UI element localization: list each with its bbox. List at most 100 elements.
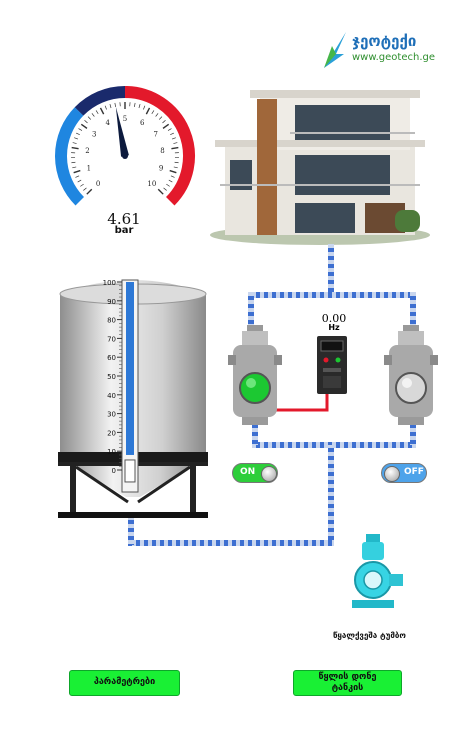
gauge-unit: bar (114, 225, 134, 236)
gauge-tick (166, 183, 170, 187)
booster-pump-icon[interactable] (344, 534, 404, 614)
toggle-knob-icon (384, 466, 400, 482)
tank-scale-label: 70 (107, 335, 116, 343)
gauge-tick (171, 137, 176, 140)
gauge-tick (80, 123, 88, 129)
gauge-needle (115, 106, 129, 157)
gauge-arc-mid (74, 86, 126, 116)
gauge-tick (84, 120, 88, 124)
toggle-knob-icon (261, 466, 277, 482)
tank-leg-left (70, 462, 76, 512)
gauge-tick (75, 132, 80, 136)
gauge-tick (143, 105, 146, 110)
tank-scale-label: 100 (103, 279, 116, 287)
gauge-tick (91, 113, 95, 117)
gauge-tick-label: 8 (160, 147, 164, 155)
tank-level-button[interactable]: წყლის დონე ტანკის (293, 670, 402, 696)
pump-left-toggle-label: ON (240, 467, 256, 477)
gauge-value: 4.61 (107, 210, 141, 228)
inverter-unit: Hz (328, 323, 340, 332)
parameters-button[interactable]: პარამეტრები (69, 670, 180, 696)
gauge-tick (158, 116, 163, 120)
tank-scale-label: 80 (107, 317, 116, 325)
gauge-tick (163, 187, 167, 191)
gauge-tick (104, 105, 107, 110)
inverter-frequency: 0.00 (321, 312, 347, 325)
gauge-tick (162, 123, 170, 129)
gauge-tick (134, 102, 136, 107)
gauge-hub (122, 153, 128, 159)
house-image (210, 90, 430, 245)
gauge-tick (155, 113, 159, 117)
pump-left-toggle[interactable]: ON (232, 463, 278, 483)
gauge-tick (145, 107, 151, 115)
gauge-tick-label: 10 (147, 180, 156, 188)
booster-pump-label: წყალქვეშა ტუმბო (333, 631, 406, 640)
gauge-tick (83, 187, 87, 191)
gauge-tick (72, 166, 77, 169)
gauge-tick-label: 1 (87, 165, 91, 173)
gauge-tick (78, 128, 83, 131)
pump-left (228, 325, 282, 425)
gauge-tick (167, 128, 172, 131)
gauge-tick (170, 175, 175, 178)
inverter-device[interactable] (317, 336, 347, 394)
tank-scale-label: 10 (107, 448, 116, 456)
gauge-tick-label: 2 (85, 147, 89, 155)
gauge-tick (75, 175, 80, 178)
pump-right (384, 325, 438, 425)
gauge-tick (72, 142, 77, 144)
gauge-tick (170, 132, 175, 136)
geotech-logo: ჯეოტექი www.geotech.ge (320, 28, 450, 73)
gauge-arc-low (55, 107, 85, 206)
gauge-tick-label: 9 (159, 165, 163, 173)
logo-brand: ჯეოტექი (352, 32, 417, 50)
gauge-tick (151, 110, 155, 114)
pump-right-toggle[interactable]: OFF (381, 463, 427, 483)
gauge-tick (109, 104, 112, 109)
gauge-tick (171, 146, 179, 150)
logo-url: www.geotech.ge (352, 52, 436, 63)
tank-brace (75, 465, 129, 504)
tank-scale-label: 0 (112, 467, 116, 475)
gauge-tick-label: 6 (140, 119, 145, 127)
gauge-tick (95, 110, 99, 114)
tank-scale-label: 60 (107, 354, 116, 362)
gauge-tick-label: 5 (123, 115, 127, 123)
gauge-tick (168, 179, 173, 183)
gauge-tick (86, 188, 93, 195)
logo-arrow-icon (324, 32, 346, 68)
gauge-tick-label: 3 (92, 131, 96, 139)
gauge-tick (169, 169, 177, 174)
tank-leg-right (190, 462, 196, 512)
pump-right-toggle-label: OFF (404, 467, 424, 477)
tank-scale-label: 30 (107, 411, 116, 419)
gauge-tick (80, 183, 84, 187)
gauge-tick (77, 179, 82, 183)
tank-brace (137, 465, 191, 504)
gauge-tick (114, 102, 116, 107)
gauge-tick (73, 169, 81, 174)
gauge-tick (173, 166, 178, 169)
gauge-tick (71, 146, 79, 150)
gauge-tick-label: 4 (106, 119, 111, 127)
gauge-tick (173, 142, 178, 144)
tank-scale-label: 50 (107, 373, 116, 381)
gauge-tick (71, 161, 76, 164)
pump-left-indicator (239, 372, 271, 404)
tank-scale-label: 90 (107, 298, 116, 306)
tank-base (58, 512, 208, 518)
gauge-tick (87, 116, 92, 120)
tank-scale-label: 40 (107, 392, 116, 400)
tank-level-fill (124, 459, 136, 483)
gauge-tick (174, 161, 179, 164)
gauge-tick (157, 188, 164, 195)
gauge-tick-label: 7 (154, 131, 158, 139)
gauge-tick (162, 120, 166, 124)
tank-level-column (126, 282, 134, 455)
gauge-tick (74, 137, 79, 140)
